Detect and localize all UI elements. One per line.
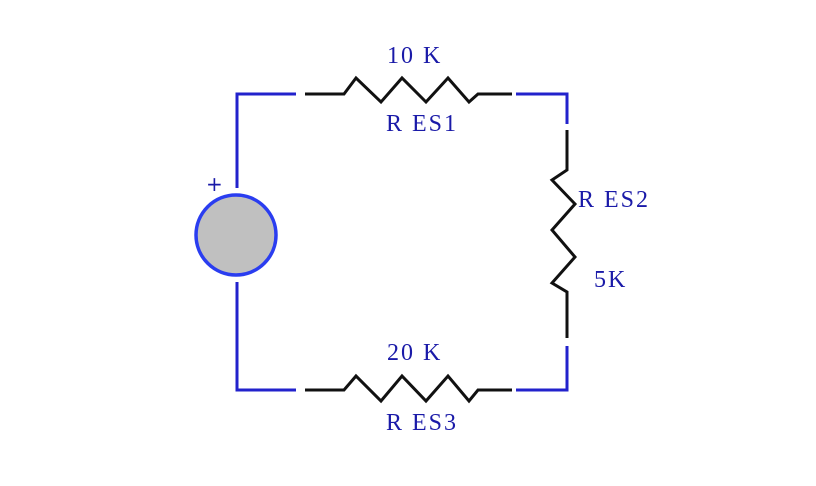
wires [235, 92, 569, 392]
res2-value-label: 5K [594, 267, 627, 293]
res3-value-label: 20 K [387, 340, 442, 366]
wire-top-left [235, 92, 296, 188]
resistor-res3 [305, 373, 512, 404]
res2-name-label: R ES2 [578, 187, 650, 213]
resistor-res2 [549, 130, 578, 338]
source-polarity-label: + [206, 172, 223, 196]
wire-bottom-left [235, 282, 296, 392]
wire-top-right [516, 92, 569, 124]
resistor-res1 [305, 75, 512, 105]
wire-bottom-right [516, 346, 569, 392]
voltage-source [194, 193, 278, 277]
res1-value-label: 10 K [387, 43, 442, 69]
resistors [305, 75, 578, 404]
res3-name-label: R ES3 [386, 410, 458, 436]
res1-name-label: R ES1 [386, 111, 458, 137]
